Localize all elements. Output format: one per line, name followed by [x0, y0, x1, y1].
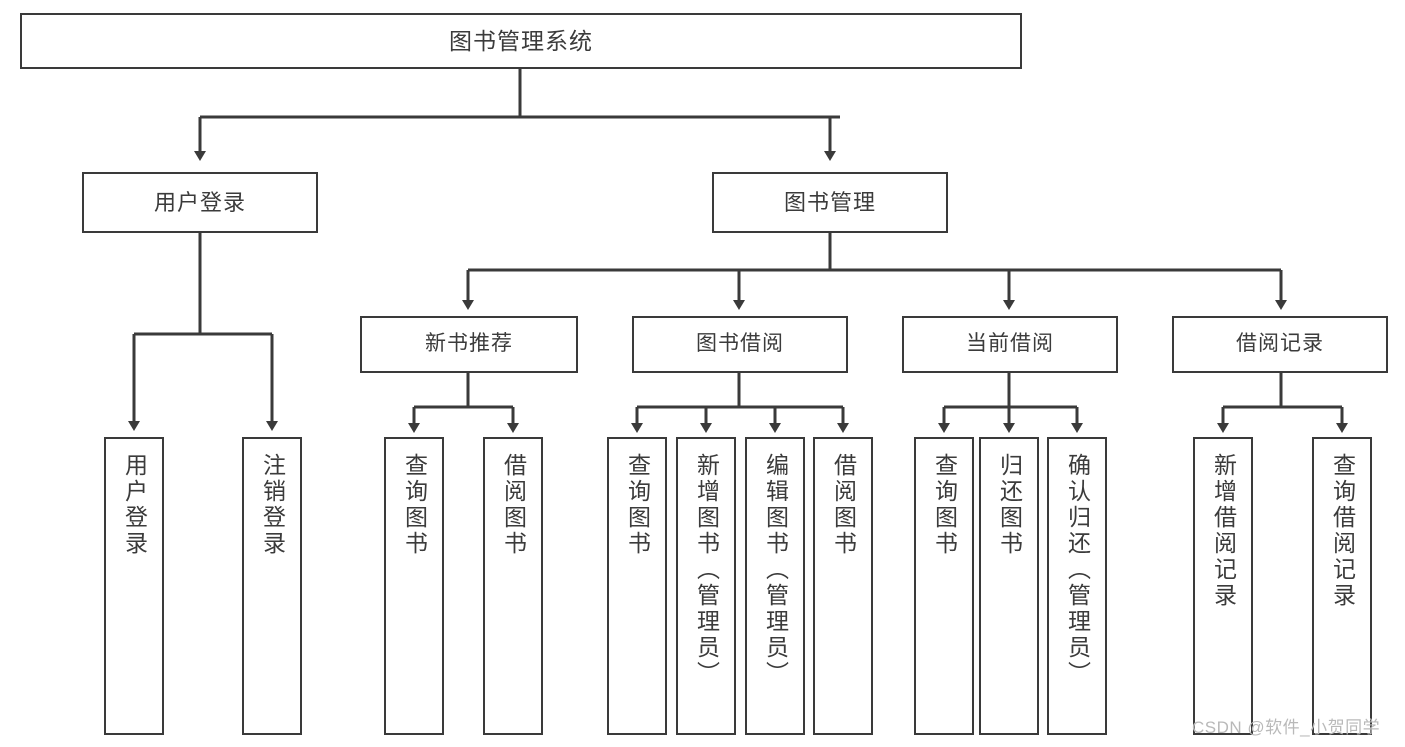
leaf-book-borrow-add[interactable]: 新增图书（管理员）: [676, 437, 736, 735]
leaf-book-borrow-query[interactable]: 查询图书: [607, 437, 667, 735]
leaf-user-login-logout[interactable]: 注销登录: [242, 437, 302, 735]
leaf-current-borrow-confirm-label: 确认归还（管理员）: [1064, 453, 1091, 687]
node-borrow-record-label: 借阅记录: [1236, 332, 1324, 356]
leaf-borrow-record-add-label: 新增借阅记录: [1210, 453, 1237, 609]
leaf-borrow-record-query[interactable]: 查询借阅记录: [1312, 437, 1372, 735]
leaf-current-borrow-return[interactable]: 归还图书: [979, 437, 1039, 735]
leaf-user-login-logout-label: 注销登录: [259, 453, 286, 557]
leaf-borrow-record-add[interactable]: 新增借阅记录: [1193, 437, 1253, 735]
node-user-login[interactable]: 用户登录: [82, 172, 318, 233]
leaf-book-borrow-edit-label: 编辑图书（管理员）: [762, 453, 789, 687]
node-current-borrow-label: 当前借阅: [966, 332, 1054, 356]
leaf-current-borrow-query-label: 查询图书: [931, 453, 958, 557]
csdn-watermark: CSDN @软件_小贺同学: [1192, 718, 1381, 737]
leaf-current-borrow-query[interactable]: 查询图书: [914, 437, 974, 735]
node-current-borrow[interactable]: 当前借阅: [902, 316, 1118, 373]
leaf-new-book-borrow[interactable]: 借阅图书: [483, 437, 543, 735]
leaf-book-borrow-borrow[interactable]: 借阅图书: [813, 437, 873, 735]
leaf-book-borrow-edit[interactable]: 编辑图书（管理员）: [745, 437, 805, 735]
leaf-current-borrow-confirm[interactable]: 确认归还（管理员）: [1047, 437, 1107, 735]
leaf-borrow-record-query-label: 查询借阅记录: [1329, 453, 1356, 609]
node-book-borrow-label: 图书借阅: [696, 332, 784, 356]
leaf-new-book-borrow-label: 借阅图书: [500, 453, 527, 557]
node-book-borrow[interactable]: 图书借阅: [632, 316, 848, 373]
leaf-book-borrow-query-label: 查询图书: [624, 453, 651, 557]
node-book-management[interactable]: 图书管理: [712, 172, 948, 233]
node-user-login-label: 用户登录: [153, 189, 246, 215]
leaf-new-book-query-label: 查询图书: [401, 453, 428, 557]
leaf-current-borrow-return-label: 归还图书: [996, 453, 1023, 557]
node-new-book-recommend[interactable]: 新书推荐: [360, 316, 578, 373]
leaf-new-book-query[interactable]: 查询图书: [384, 437, 444, 735]
leaf-user-login-login[interactable]: 用户登录: [104, 437, 164, 735]
node-new-book-recommend-label: 新书推荐: [425, 332, 513, 356]
node-book-management-label: 图书管理: [783, 189, 876, 215]
node-borrow-record[interactable]: 借阅记录: [1172, 316, 1388, 373]
node-root-label: 图书管理系统: [449, 27, 593, 54]
leaf-user-login-login-label: 用户登录: [121, 453, 148, 557]
leaf-book-borrow-borrow-label: 借阅图书: [830, 453, 857, 557]
node-root[interactable]: 图书管理系统: [20, 13, 1022, 69]
leaf-book-borrow-add-label: 新增图书（管理员）: [693, 453, 720, 687]
